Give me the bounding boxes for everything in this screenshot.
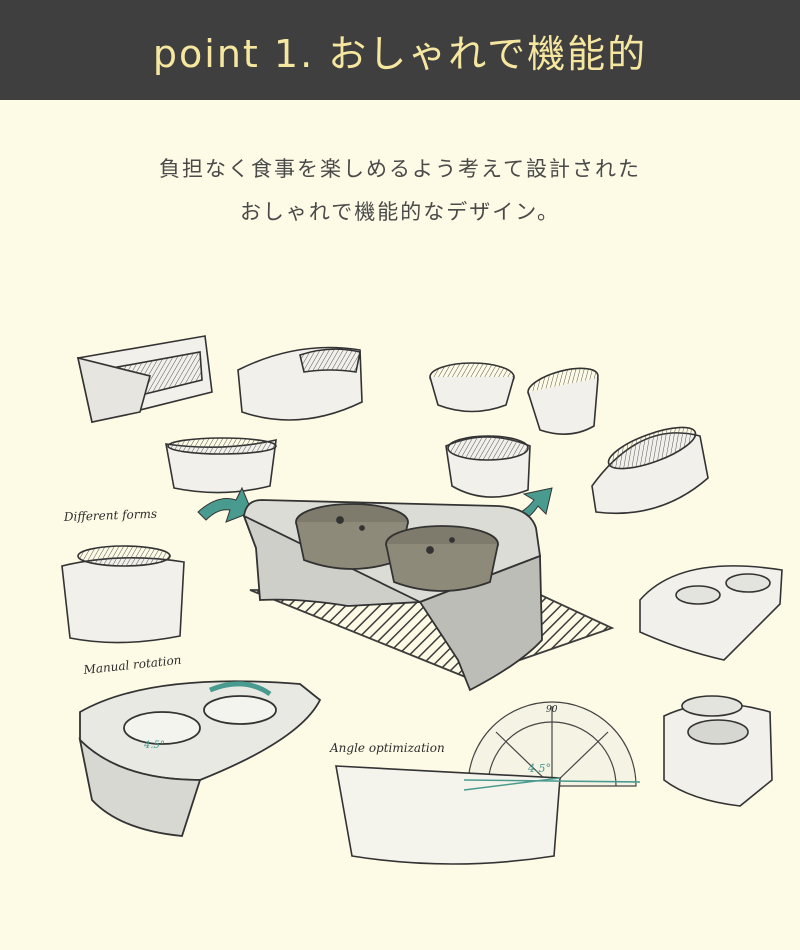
- sketch-form-wide: [61, 545, 185, 644]
- label-different-forms: Different forms: [63, 507, 158, 524]
- description: 負担なく食事を楽しめるよう考えて設計された おしゃれで機能的なデザイン。: [0, 148, 800, 234]
- label-angle-right: 4.5°: [527, 762, 551, 775]
- description-line-1: 負担なく食事を楽しめるよう考えて設計された: [159, 157, 641, 181]
- sketch-bowl-1: [429, 362, 515, 413]
- page-title: point 1. おしゃれで機能的: [152, 31, 648, 76]
- label-protractor-90: 90: [546, 705, 558, 715]
- sketch-main-product: [242, 499, 615, 692]
- sketch-product-rotation: [78, 680, 322, 837]
- label-angle-optimization: Angle optimization: [329, 741, 445, 755]
- protractor-icon: [467, 701, 637, 787]
- sketch-form-dome: [591, 426, 709, 515]
- transform-arrow-left-icon: [197, 486, 253, 523]
- design-sketch-illustration: Different forms Manual rotation 4.5° Ang…: [61, 335, 783, 865]
- sketch-sofa-box: [76, 335, 213, 423]
- sketch-product-corner: [663, 695, 773, 807]
- description-line-2: おしゃれで機能的なデザイン。: [239, 200, 561, 224]
- header-bar: point 1. おしゃれで機能的: [0, 0, 800, 100]
- sketch-form-holder: [445, 435, 531, 498]
- sketch-sofa-curved: [237, 346, 363, 421]
- label-angle-left: 4.5°: [143, 740, 165, 751]
- sketch-bowl-profile: [335, 765, 641, 865]
- sketch-form-tray: [639, 565, 783, 661]
- sketch-form-rounded: [165, 437, 277, 494]
- sketch-bowl-2: [527, 367, 599, 435]
- label-manual-rotation: Manual rotation: [82, 653, 182, 677]
